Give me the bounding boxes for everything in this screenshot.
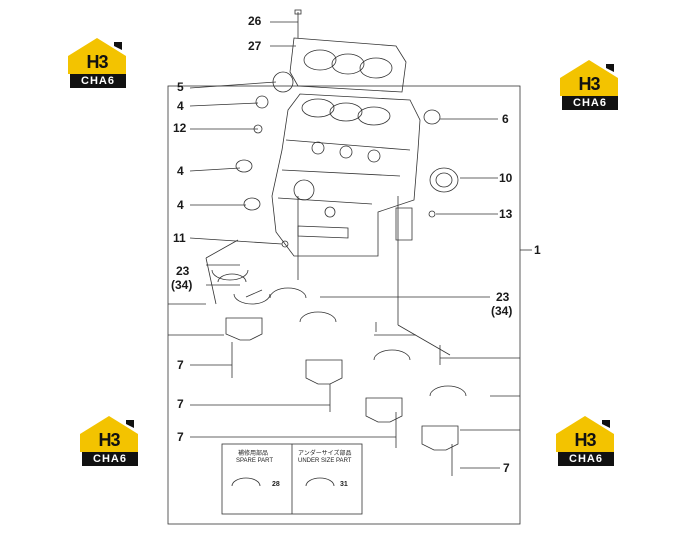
- logo-mark: H3: [578, 74, 600, 94]
- legend-undersize-en: UNDER SIZE PART: [298, 458, 352, 464]
- callout-23-right: 23: [496, 290, 510, 304]
- cylinder-block: [271, 93, 421, 257]
- callout-11: 11: [173, 231, 186, 245]
- logo-roof-icon: [556, 416, 614, 452]
- assembly-frame: [167, 85, 521, 525]
- callout-4-upper: 4: [177, 99, 184, 113]
- callout-7-third: 7: [177, 430, 184, 444]
- callout-4-middle: 4: [177, 164, 184, 178]
- callout-34-right: (34): [491, 304, 513, 318]
- logo-roof-icon: [80, 416, 138, 452]
- callout-1: 1: [534, 243, 541, 257]
- watermark-logo-bottom-right: H3 CHA6: [552, 414, 618, 468]
- callout-7-second: 7: [177, 397, 184, 411]
- callout-6: 6: [502, 112, 509, 126]
- logo-text: CHA6: [82, 452, 138, 466]
- legend-undersize-number: 31: [340, 481, 348, 488]
- callout-4-lower: 4: [177, 198, 184, 212]
- legend-undersize-jp: アンダーサイズ部品: [298, 450, 352, 457]
- logo-text: CHA6: [562, 96, 618, 110]
- logo-text: CHA6: [558, 452, 614, 466]
- legend-spare-en: SPARE PART: [236, 458, 274, 464]
- logo-mark: H3: [98, 430, 120, 450]
- logo-mark: H3: [86, 52, 108, 72]
- logo-roof-icon: [68, 38, 126, 74]
- callout-26: 26: [248, 14, 262, 28]
- callout-13: 13: [499, 207, 513, 221]
- callout-5: 5: [177, 80, 184, 94]
- callout-7-fourth: 7: [503, 461, 510, 475]
- callout-23-left: 23: [176, 264, 190, 278]
- callout-34-left: (34): [171, 278, 193, 292]
- legend-spare-number: 28: [272, 481, 280, 488]
- watermark-logo-top-right: H3 CHA6: [556, 58, 622, 112]
- head-gasket: [289, 37, 407, 93]
- callout-27: 27: [248, 39, 262, 53]
- callout-7-first: 7: [177, 358, 184, 372]
- watermark-logo-top-left: H3 CHA6: [64, 36, 130, 90]
- legend-spare-jp: 補修用部品: [238, 450, 269, 457]
- watermark-logo-bottom-left: H3 CHA6: [76, 414, 142, 468]
- logo-text: CHA6: [70, 74, 126, 88]
- callout-10: 10: [499, 171, 513, 185]
- logo-roof-icon: [560, 60, 618, 96]
- logo-mark: H3: [574, 430, 596, 450]
- callout-12: 12: [173, 121, 187, 135]
